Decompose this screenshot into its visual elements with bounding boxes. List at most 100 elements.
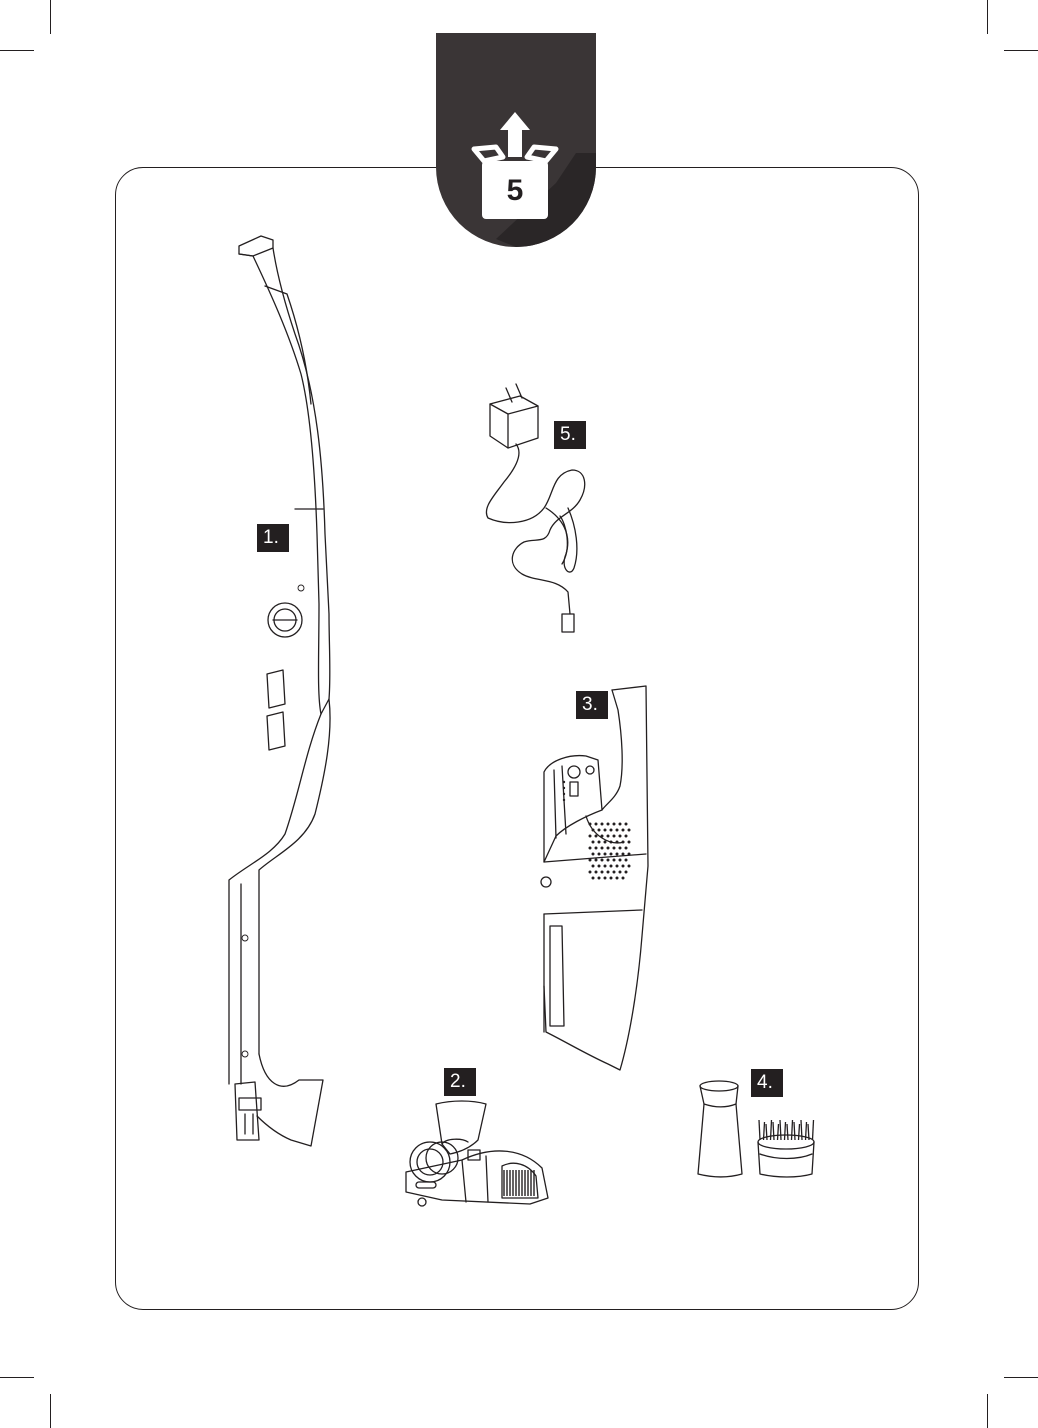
vent-dot bbox=[628, 829, 631, 832]
vent-dot bbox=[613, 835, 616, 838]
vent-dot bbox=[592, 853, 595, 856]
vent-dot bbox=[607, 871, 610, 874]
vent-dot bbox=[619, 859, 622, 862]
bristle bbox=[771, 1120, 772, 1140]
vent-dot bbox=[610, 829, 613, 832]
vent-dot bbox=[598, 877, 601, 880]
vent-dot bbox=[613, 823, 616, 826]
vent-dot bbox=[601, 823, 604, 826]
vent-dot bbox=[610, 877, 613, 880]
vent-dot bbox=[622, 853, 625, 856]
vent-dot bbox=[604, 877, 607, 880]
crop-mark bbox=[987, 1394, 988, 1428]
vent-dot bbox=[619, 835, 622, 838]
bristle bbox=[773, 1122, 774, 1140]
bristle bbox=[794, 1122, 795, 1140]
vent-dot bbox=[589, 823, 592, 826]
vent-dot bbox=[619, 823, 622, 826]
bristle bbox=[799, 1124, 800, 1140]
part-label-2: 2. bbox=[444, 1068, 476, 1096]
vent-dot bbox=[610, 841, 613, 844]
crop-mark bbox=[0, 1377, 34, 1378]
crop-mark bbox=[987, 0, 988, 34]
vent-dot bbox=[604, 865, 607, 868]
vent-dot bbox=[625, 835, 628, 838]
vent-dot bbox=[592, 865, 595, 868]
vent-dot bbox=[628, 865, 631, 868]
bristle bbox=[778, 1124, 779, 1140]
bristle bbox=[780, 1120, 781, 1140]
crop-mark bbox=[1004, 1377, 1038, 1378]
brush-grille bbox=[504, 1170, 534, 1196]
handheld-unit-icon bbox=[526, 686, 662, 1072]
vent-dot bbox=[622, 877, 625, 880]
vent-dot bbox=[604, 853, 607, 856]
vent-dot bbox=[625, 871, 628, 874]
vent-dot bbox=[613, 871, 616, 874]
vent-dot bbox=[595, 823, 598, 826]
vent-dot bbox=[613, 859, 616, 862]
vent-dot bbox=[589, 835, 592, 838]
vent-dot bbox=[625, 847, 628, 850]
bristle bbox=[801, 1120, 802, 1140]
vent-dot bbox=[598, 829, 601, 832]
vent-dot bbox=[622, 865, 625, 868]
floor-nozzle-icon bbox=[402, 1098, 552, 1210]
vent-dot bbox=[616, 865, 619, 868]
part-label-3: 3. bbox=[576, 691, 608, 719]
crop-mark bbox=[50, 1394, 51, 1428]
vent-dot bbox=[595, 859, 598, 862]
box-contents-badge: 5 bbox=[436, 33, 596, 247]
vent-dot bbox=[589, 859, 592, 862]
bristle bbox=[813, 1120, 814, 1140]
vent-dot bbox=[601, 871, 604, 874]
vent-dot bbox=[595, 847, 598, 850]
vent-dot bbox=[598, 841, 601, 844]
vent-dot bbox=[604, 829, 607, 832]
vent-dot bbox=[592, 877, 595, 880]
vent-dot bbox=[616, 841, 619, 844]
box-count: 5 bbox=[482, 169, 548, 213]
vent-dot bbox=[622, 829, 625, 832]
vent-dot bbox=[616, 829, 619, 832]
vent-dot bbox=[598, 853, 601, 856]
charger-adapter-icon bbox=[476, 378, 606, 634]
vent-dot bbox=[607, 823, 610, 826]
part-label-4: 4. bbox=[751, 1069, 783, 1097]
vent-dot bbox=[628, 841, 631, 844]
crop-mark bbox=[0, 50, 34, 51]
vent-dot bbox=[607, 847, 610, 850]
vent-dot bbox=[616, 877, 619, 880]
vent-dot bbox=[607, 835, 610, 838]
crop-mark bbox=[50, 0, 51, 34]
vent-dot bbox=[625, 859, 628, 862]
vent-dot bbox=[622, 841, 625, 844]
vent-dot bbox=[589, 871, 592, 874]
vent-dot bbox=[601, 847, 604, 850]
vent-dot bbox=[619, 871, 622, 874]
part-label-1: 1. bbox=[257, 524, 289, 552]
part-label-5: 5. bbox=[554, 421, 586, 449]
vent-dot bbox=[607, 859, 610, 862]
vent-dot bbox=[595, 835, 598, 838]
bristle bbox=[759, 1120, 760, 1140]
vent-dot bbox=[616, 853, 619, 856]
stick-handle-icon bbox=[225, 234, 335, 1146]
vent-dot bbox=[592, 829, 595, 832]
vent-dot bbox=[610, 865, 613, 868]
vent-dot bbox=[601, 859, 604, 862]
bristle bbox=[785, 1122, 786, 1140]
vent-dot bbox=[604, 841, 607, 844]
vent-dot bbox=[628, 853, 631, 856]
unbox-arrow-icon bbox=[436, 33, 596, 247]
vent-dot bbox=[601, 835, 604, 838]
vent-dot bbox=[592, 841, 595, 844]
vent-dot bbox=[625, 823, 628, 826]
vent-dot bbox=[610, 853, 613, 856]
vent-dot bbox=[598, 865, 601, 868]
bristle bbox=[792, 1120, 793, 1140]
bristle bbox=[787, 1124, 788, 1140]
vent-dot bbox=[619, 847, 622, 850]
vent-dot bbox=[595, 871, 598, 874]
vent-dot bbox=[613, 847, 616, 850]
